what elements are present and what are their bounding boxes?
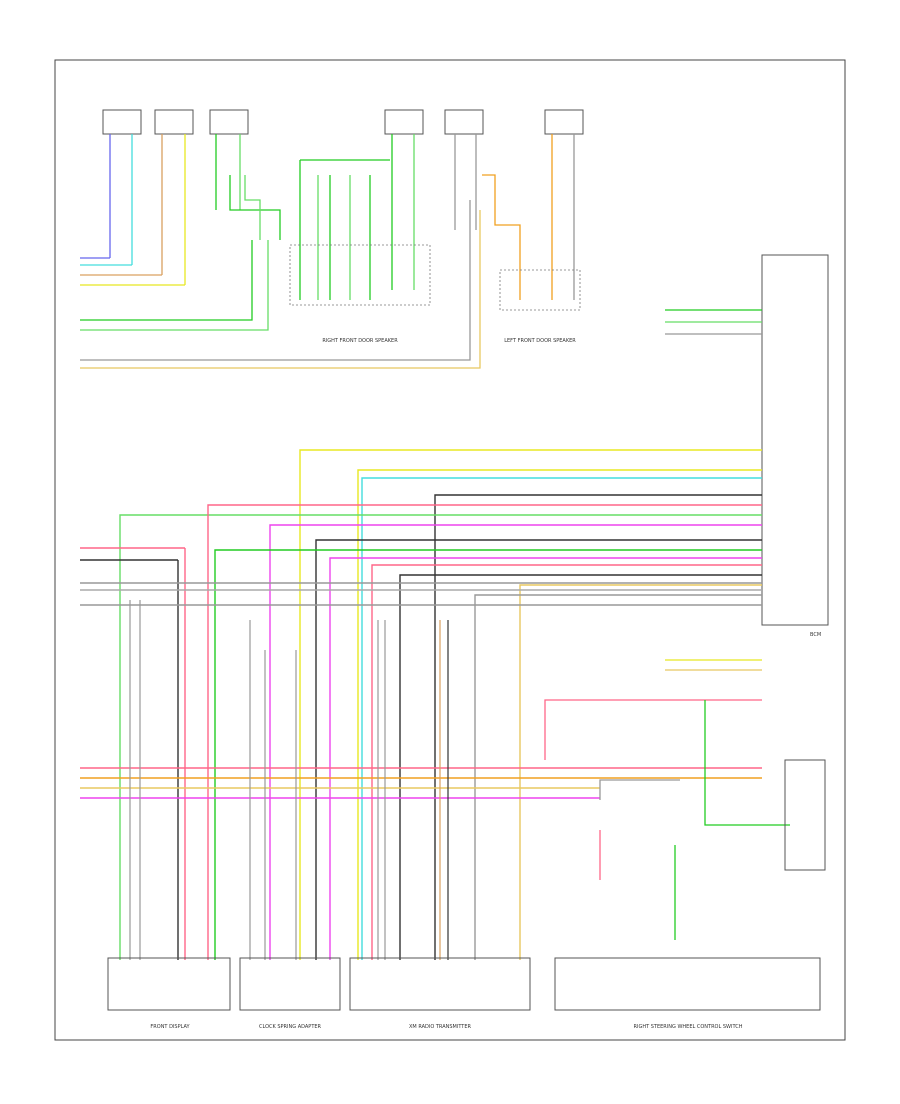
right-steering-wheel-switch-module (554, 957, 821, 1011)
xm-radio-transmitter-label: XM RADIO TRANSMITTER (409, 1024, 471, 1030)
radio-module-connector (761, 254, 829, 626)
splice-box-left-front-door (499, 269, 581, 311)
speaker-connector-6 (544, 109, 584, 135)
speaker-connector-2 (154, 109, 194, 135)
splice-label-right-front-door: RIGHT FRONT DOOR SPEAKER (322, 338, 398, 344)
speaker-connector-3 (209, 109, 249, 135)
bcm-label: BCM (810, 632, 821, 638)
speaker-connector-5 (444, 109, 484, 135)
splice-box-right-front-door (289, 244, 431, 306)
bus-wires (80, 449, 762, 960)
front-display-label: FRONT DISPLAY (150, 1024, 190, 1030)
speaker-wires (80, 134, 575, 369)
splice-boxes (289, 244, 581, 311)
clock-spring-adapter-module (239, 957, 341, 1011)
steering-switch-box (784, 759, 826, 871)
front-display-module (107, 957, 231, 1011)
speaker-connector-4 (384, 109, 424, 135)
top-speaker-connectors (102, 109, 584, 135)
diagram-frame (54, 59, 846, 1041)
splice-label-left-front-door: LEFT FRONT DOOR SPEAKER (504, 338, 576, 344)
bottom-modules (107, 957, 821, 1011)
switch-area-wires (544, 659, 790, 940)
module-vertical-wires (129, 600, 449, 960)
speaker-connector-1 (102, 109, 142, 135)
right-steering-wheel-switch-label: RIGHT STEERING WHEEL CONTROL SWITCH (634, 1024, 743, 1030)
xm-radio-transmitter-module (349, 957, 531, 1011)
clock-spring-adapter-label: CLOCK SPRING ADAPTER (259, 1024, 322, 1030)
module-input-wires (665, 309, 762, 335)
